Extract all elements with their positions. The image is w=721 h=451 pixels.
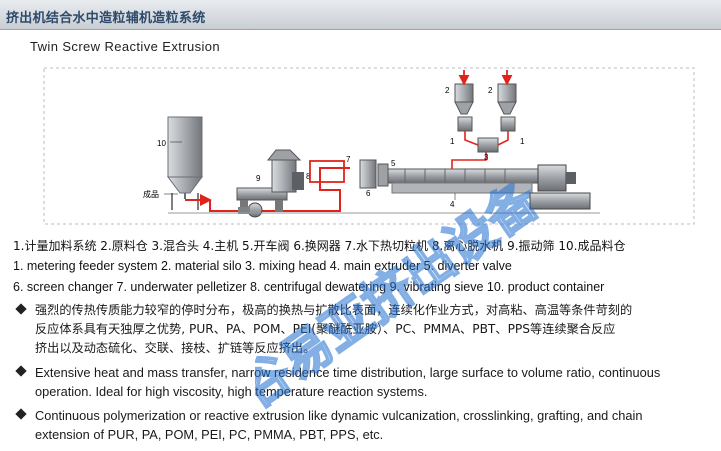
feature-zh-line-2: 反应体系具有天独厚之优势, PUR、PA、POM、PEI(聚醚酰亚胺）、PC、P… xyxy=(35,322,616,336)
screen-changer xyxy=(359,159,389,189)
label-6: 6 xyxy=(366,189,371,198)
feature-en1-line-1: Extensive heat and mass transfer, narrow… xyxy=(35,365,661,380)
bullet-diamond-icon xyxy=(15,303,27,315)
water-pipe-loop xyxy=(209,167,350,212)
label-2a: 2 xyxy=(445,86,450,95)
feature-en2-line-2: extension of PUR, PA, POM, PEI, PC, PMMA… xyxy=(35,427,384,442)
page-title: 挤出机结合水中造粒辅机造粒系统 xyxy=(6,11,206,26)
label-8: 8 xyxy=(306,172,311,181)
label-1-right: 1 xyxy=(520,137,525,146)
legend-english-line-1: 1. metering feeder system 2. material si… xyxy=(13,259,512,273)
label-3: 3 xyxy=(484,153,489,162)
feature-en1-line-2: operation. Ideal for high viscosity, hig… xyxy=(35,384,428,399)
feature-zh-line-1: 强烈的传热传质能力较窄的停时分布，极高的换热与扩散比表面，连续化作业方式，对高粘… xyxy=(35,303,633,317)
process-diagram: 10 成品 9 8 7 6 5 xyxy=(43,67,695,225)
pelletizer-red-frame xyxy=(309,160,345,183)
label-9: 9 xyxy=(256,174,261,183)
material-silo-left xyxy=(454,70,474,115)
diagram-frame xyxy=(43,67,695,225)
header-bar: 挤出机结合水中造粒辅机造粒系统 xyxy=(0,0,721,30)
label-10: 10 xyxy=(157,139,166,148)
main-extruder xyxy=(387,164,591,210)
feature-item-en-2: Continuous polymerization or reactive ex… xyxy=(13,406,713,444)
metering-feeder-left xyxy=(457,116,473,132)
centrifugal-dryer xyxy=(266,149,304,193)
label-5: 5 xyxy=(391,159,396,168)
feature-en2-line-1: Continuous polymerization or reactive ex… xyxy=(35,408,643,423)
legend-english-line-2: 6. screen changer 7. underwater pelletiz… xyxy=(13,280,605,294)
metering-feeder-right xyxy=(500,116,516,132)
bullet-diamond-icon xyxy=(15,365,27,377)
bullet-diamond-icon xyxy=(15,408,27,420)
label-2b: 2 xyxy=(488,86,493,95)
feature-list: 强烈的传热传质能力较窄的停时分布，极高的换热与扩散比表面，连续化作业方式，对高粘… xyxy=(13,301,713,444)
legend-chinese: 1.计量加料系统 2.原料仓 3.混合头 4.主机 5.开车阀 6.换网器 7.… xyxy=(13,239,626,253)
feed-pipe xyxy=(451,151,487,169)
material-silo-right xyxy=(497,70,517,115)
feature-item-en-1: Extensive heat and mass transfer, narrow… xyxy=(13,363,713,401)
diagram-title: Twin Screw Reactive Extrusion xyxy=(30,39,221,54)
label-4: 4 xyxy=(450,200,455,209)
feature-item-zh: 强烈的传热传质能力较窄的停时分布，极高的换热与扩散比表面，连续化作业方式，对高粘… xyxy=(13,301,713,358)
label-1-left: 1 xyxy=(450,137,455,146)
mixing-head xyxy=(477,137,499,153)
label-product: 成品 xyxy=(143,189,159,199)
feature-zh-line-3: 挤出以及动态硫化、交联、接枝、扩链等反应挤出。 xyxy=(35,341,316,355)
label-7: 7 xyxy=(346,155,351,164)
product-container xyxy=(167,116,203,210)
